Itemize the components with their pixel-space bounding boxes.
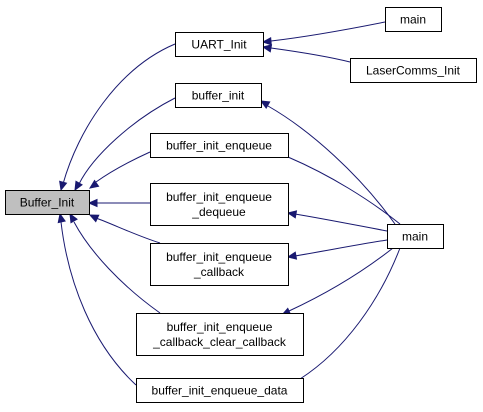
node-buffer-init[interactable]: buffer_init	[175, 83, 262, 108]
node-label: LaserComms_Init	[366, 64, 461, 78]
call-edges	[57, 21, 401, 386]
edge-line	[60, 221, 137, 386]
edge-line	[288, 247, 394, 312]
node-lasercomms-init[interactable]: LaserComms_Init	[350, 58, 477, 83]
edge-line	[95, 217, 161, 244]
node-label: _callback_clear_callback	[152, 335, 287, 349]
node-main-right[interactable]: main	[387, 224, 444, 249]
node-label: buffer_init_enqueue	[167, 320, 273, 334]
node-label: buffer_init_enqueue	[166, 190, 272, 204]
edge-line	[299, 247, 401, 380]
call-edge-buffer-init-to-buffer-init-root	[74, 97, 176, 192]
call-edge-buffer-init-enqueue-callback-to-buffer-init-root	[88, 214, 161, 244]
node-buffer-init-root[interactable]: Buffer_Init	[5, 190, 90, 215]
edge-line	[294, 213, 388, 232]
node-buffer-init-enqueue-callback[interactable]: buffer_init_enqueue_callback	[150, 243, 289, 286]
call-edge-main-right-to-buffer-init-enqueue-callback-clear-callback	[280, 247, 394, 316]
node-uart-init[interactable]: UART_Init	[175, 32, 264, 57]
node-label: buffer_init_enqueue	[166, 139, 272, 153]
call-edge-main-top-to-uart-init	[261, 21, 386, 46]
node-buffer-init-enqueue-dequeue[interactable]: buffer_init_enqueue_dequeue	[150, 183, 289, 226]
call-edge-buffer-init-enqueue-data-to-buffer-init-root	[57, 212, 137, 386]
node-main-top[interactable]: main	[385, 7, 442, 32]
node-label: main	[400, 13, 426, 27]
call-edge-main-right-to-buffer-init-enqueue-dequeue	[286, 210, 388, 232]
node-box	[387, 224, 444, 249]
edge-line	[270, 21, 386, 42]
node-label: UART_Init	[191, 38, 247, 52]
call-nodes: Buffer_InitUART_InitmainLaserComms_Initb…	[5, 7, 477, 403]
arrowhead-icon	[261, 44, 273, 53]
edge-line	[294, 239, 388, 257]
node-box	[150, 133, 289, 158]
node-box	[350, 58, 477, 83]
edge-line	[62, 43, 176, 185]
node-label: _callback	[193, 265, 245, 279]
edge-line	[267, 105, 396, 225]
node-label: main	[402, 230, 428, 244]
arrowhead-icon	[286, 210, 298, 219]
node-box	[175, 32, 264, 57]
arrowhead-icon	[69, 212, 78, 224]
call-edge-main-right-to-buffer-init-enqueue	[287, 156, 401, 225]
node-label: buffer_init_enqueue_data	[152, 384, 288, 398]
node-box	[385, 7, 442, 32]
edge-line	[73, 221, 161, 314]
node-box	[5, 190, 90, 215]
call-edge-buffer-init-enqueue-callback-clear-callback-to-buffer-init-root	[69, 212, 161, 314]
call-edge-buffer-init-enqueue-to-buffer-init-root	[88, 151, 151, 189]
call-edge-buffer-init-enqueue-dequeue-to-buffer-init-root	[87, 198, 150, 208]
arrowhead-icon	[88, 179, 100, 189]
edge-line	[270, 47, 351, 63]
arrowhead-icon	[88, 214, 100, 223]
node-label: _dequeue	[191, 205, 246, 219]
arrowhead-icon	[261, 37, 272, 46]
node-label: buffer_init	[192, 89, 245, 103]
arrowhead-icon	[286, 251, 298, 260]
edge-line	[287, 156, 401, 225]
call-edge-main-right-to-buffer-init-enqueue-data	[299, 247, 401, 380]
node-box	[150, 243, 289, 286]
arrowhead-icon	[59, 180, 68, 192]
edge-line	[78, 97, 176, 185]
node-buffer-init-enqueue[interactable]: buffer_init_enqueue	[150, 133, 289, 158]
call-edge-uart-init-to-buffer-init-root	[59, 43, 176, 192]
arrowhead-icon	[87, 198, 98, 208]
arrowhead-icon	[57, 212, 66, 224]
node-box	[136, 313, 304, 356]
arrowhead-icon	[74, 180, 83, 192]
node-buffer-init-enqueue-data[interactable]: buffer_init_enqueue_data	[136, 378, 304, 403]
call-edge-main-right-to-buffer-init-enqueue-callback	[286, 239, 388, 260]
node-box	[150, 183, 289, 226]
node-label: buffer_init_enqueue	[166, 250, 272, 264]
node-label: Buffer_Init	[20, 196, 75, 210]
node-buffer-init-enqueue-callback-clear-callback[interactable]: buffer_init_enqueue_callback_clear_callb…	[136, 313, 304, 356]
arrowhead-icon	[259, 100, 271, 109]
call-edge-main-right-to-buffer-init	[259, 100, 396, 225]
call-edge-lasercomms-init-to-uart-init	[261, 44, 351, 63]
node-box	[175, 83, 262, 108]
node-box	[136, 378, 304, 403]
edge-line	[95, 151, 151, 183]
